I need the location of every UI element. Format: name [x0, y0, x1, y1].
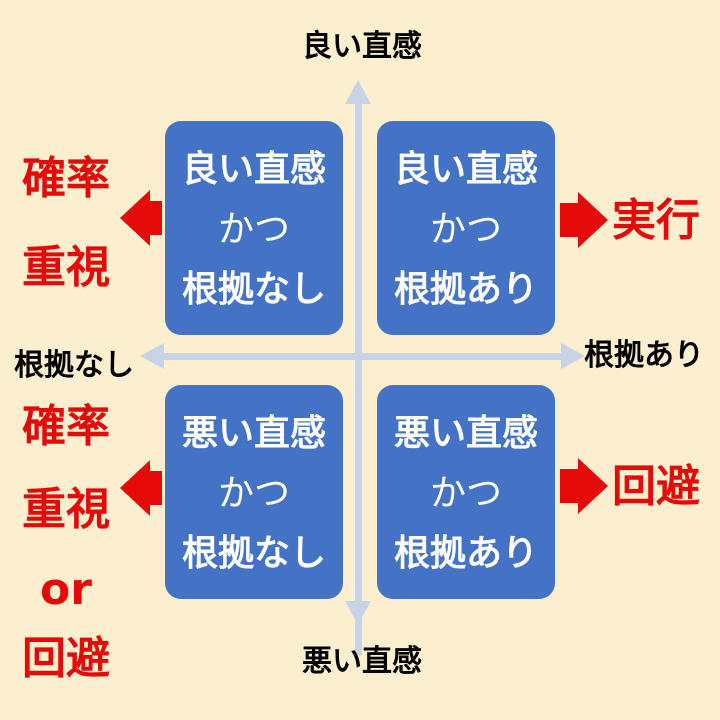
quadrant-line: かつ — [217, 209, 290, 250]
axis-down-arrowhead — [345, 601, 371, 625]
quadrant-bottom-right: 悪い直感 かつ 根拠あり — [377, 385, 555, 599]
quadrant-line: 良い直感 — [393, 149, 538, 190]
quadrant-top-left: 良い直感 かつ 根拠なし — [165, 121, 343, 335]
red-arrow-left-top — [120, 190, 162, 246]
action-top-left-line2: 重視 — [22, 242, 110, 293]
axis-label-left: 根拠なし — [14, 348, 134, 383]
quadrant-line: 悪い直感 — [393, 413, 538, 454]
action-bottom-left-line1: 確率 — [22, 401, 110, 452]
quadrant-line: 根拠あり — [393, 269, 538, 310]
quadrant-line: 根拠あり — [393, 533, 538, 574]
red-arrow-left-bottom — [120, 460, 162, 516]
quadrant-line: 良い直感 — [181, 149, 326, 190]
axis-up-arrowhead — [345, 80, 371, 104]
quadrant-bottom-left: 悪い直感 かつ 根拠なし — [165, 385, 343, 599]
red-arrow-right-bottom — [560, 458, 608, 514]
axis-right-arrowhead — [561, 343, 585, 369]
action-bottom-left-or: or — [40, 564, 92, 615]
axis-label-bottom: 悪い直感 — [302, 644, 422, 679]
axis-label-right: 根拠あり — [584, 338, 704, 373]
action-bottom-left-line2: 重視 — [22, 484, 110, 535]
axis-label-top: 良い直感 — [302, 29, 422, 64]
action-top-left-line1: 確率 — [22, 153, 110, 204]
action-bottom-right: 回避 — [612, 461, 700, 512]
quadrant-line: かつ — [429, 209, 502, 250]
quadrant-line: 根拠なし — [181, 269, 326, 310]
quadrant-line: かつ — [429, 473, 502, 514]
action-top-right: 実行 — [612, 195, 700, 246]
red-arrow-right-top — [560, 192, 608, 248]
action-bottom-left-line4: 回避 — [22, 633, 110, 684]
horizontal-axis-line — [155, 353, 570, 360]
quadrant-line: 根拠なし — [181, 533, 326, 574]
axis-left-arrowhead — [140, 343, 164, 369]
quadrant-line: かつ — [217, 473, 290, 514]
quadrant-line: 悪い直感 — [181, 413, 326, 454]
vertical-axis-line — [355, 100, 362, 655]
quadrant-top-right: 良い直感 かつ 根拠あり — [377, 121, 555, 335]
